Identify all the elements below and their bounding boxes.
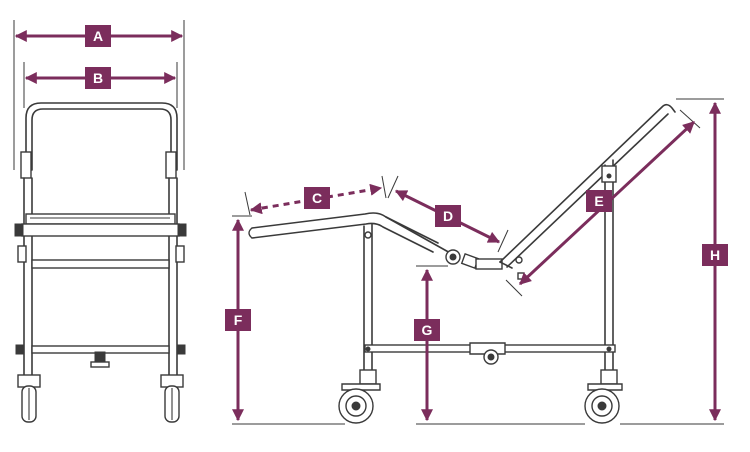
label-e: E bbox=[594, 193, 603, 209]
dimension-c: C bbox=[244, 175, 387, 216]
dimension-g: G bbox=[414, 265, 585, 425]
label-h: H bbox=[710, 247, 720, 263]
front-view bbox=[14, 102, 187, 423]
label-a: A bbox=[93, 28, 103, 44]
label-d: D bbox=[443, 208, 453, 224]
dimension-e: E bbox=[505, 109, 701, 297]
dimension-d: D bbox=[387, 175, 509, 253]
dimension-f: F bbox=[225, 215, 345, 425]
dimension-h: H bbox=[620, 98, 728, 425]
dimension-b: B bbox=[23, 62, 178, 108]
label-g: G bbox=[422, 322, 433, 338]
label-c: C bbox=[312, 190, 322, 206]
label-b: B bbox=[93, 70, 103, 86]
label-f: F bbox=[234, 312, 243, 328]
dimension-a: A bbox=[13, 20, 185, 170]
side-view bbox=[248, 103, 676, 424]
